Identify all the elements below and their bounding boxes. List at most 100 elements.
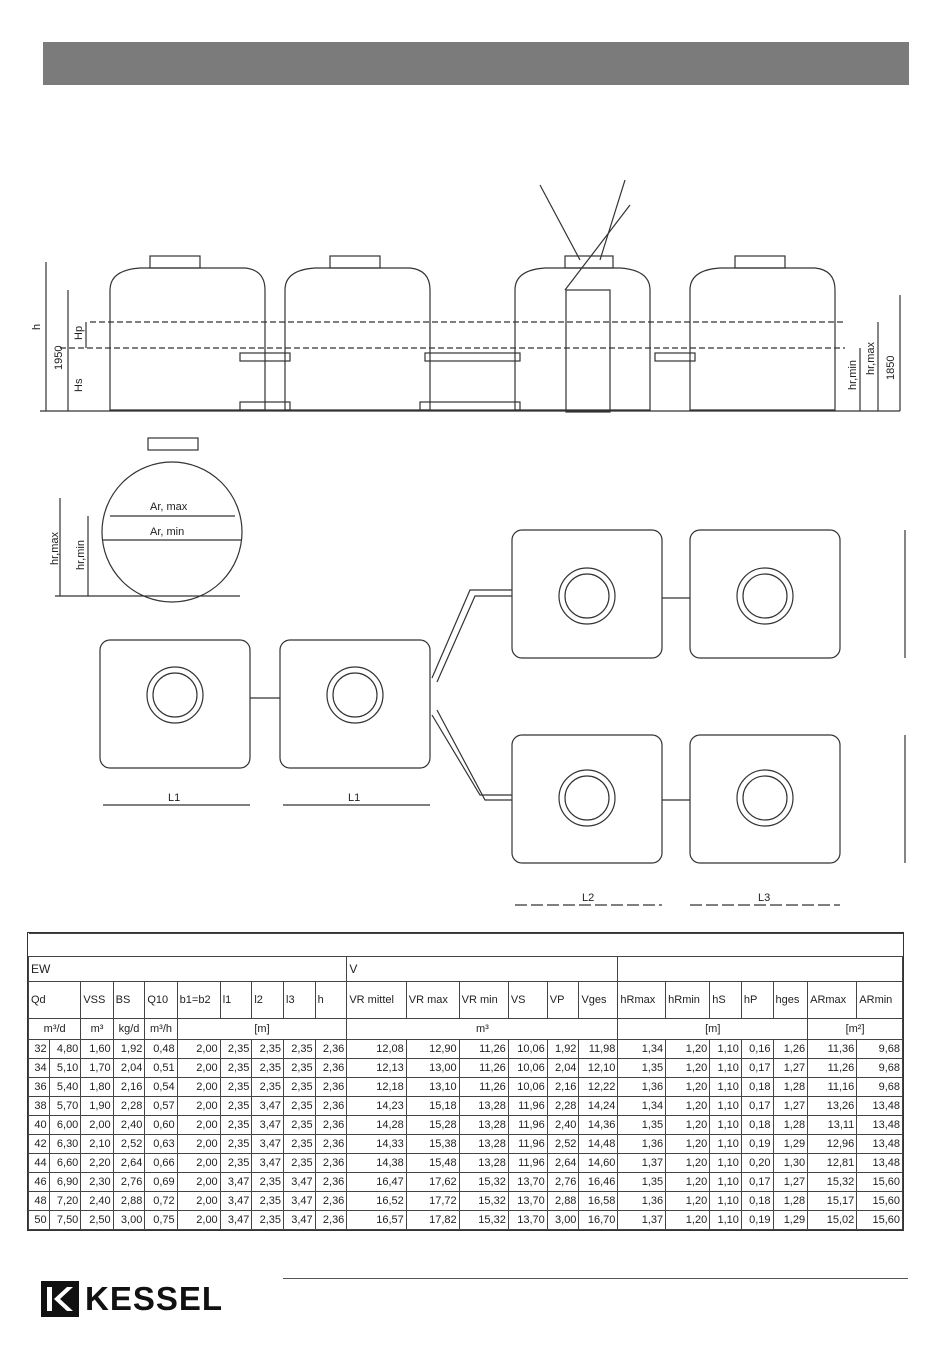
data-table-container: EW V Qd VSS BS Q10 b1=b2 l1 l2 l3 h VR m… (27, 932, 904, 1231)
label-hrmax-front: hr,max (49, 531, 61, 565)
table-units-row: m³/d m³ kg/d m³/h [m] m³ [m] [m²] (27, 1018, 903, 1040)
table-cell: 15,17 (807, 1191, 858, 1211)
table-cell: 2,35 (283, 1096, 316, 1116)
label-hrmax-side: hr,max (865, 341, 877, 375)
table-cell: 9,68 (856, 1077, 903, 1097)
table-cell: 12,18 (346, 1077, 407, 1097)
table-cell: 0,20 (740, 1153, 774, 1173)
col-h: h (314, 981, 348, 1019)
table-cell: 1,90 (80, 1096, 114, 1116)
table-cell: 16,58 (578, 1191, 619, 1211)
table-cell: 2,20 (80, 1153, 114, 1173)
label-hrmin-side: hr,min (847, 360, 859, 390)
table-cell: 0,60 (144, 1115, 178, 1135)
table-group-row: EW V (27, 956, 903, 982)
table-cell: 1,36 (617, 1077, 667, 1097)
table-cell: 2,35 (251, 1058, 284, 1078)
table-cell: 1,28 (772, 1115, 809, 1135)
table-cell: 11,26 (458, 1058, 509, 1078)
table-cell: 0,19 (740, 1134, 774, 1154)
table-cell: 44 (28, 1153, 50, 1173)
table-cell: 3,47 (283, 1172, 316, 1192)
table-cell: 1,10 (709, 1153, 742, 1173)
table-cell: 3,47 (219, 1172, 253, 1192)
table-cell: 2,36 (314, 1115, 348, 1135)
unit-vol: m³ (346, 1018, 619, 1040)
table-cell: 1,34 (617, 1039, 667, 1059)
group-left-header: EW (27, 956, 348, 982)
table-cell: 2,36 (314, 1077, 348, 1097)
col-q10: Q10 (144, 981, 178, 1019)
unit-m: [m] (176, 1018, 348, 1040)
table-cell: 2,52 (112, 1134, 146, 1154)
table-cell: 7,50 (48, 1210, 82, 1230)
table-cell: 2,00 (80, 1115, 114, 1135)
table-cell: 2,35 (251, 1210, 284, 1230)
table-cell: 2,00 (176, 1077, 221, 1097)
col-vr-min: VR min (458, 981, 509, 1019)
unit-m2: [m] (617, 1018, 809, 1040)
table-cell: 10,06 (507, 1039, 548, 1059)
table-cell: 17,82 (405, 1210, 460, 1230)
table-cell: 0,19 (740, 1210, 774, 1230)
table-cell: 16,46 (578, 1172, 619, 1192)
table-cell: 12,90 (405, 1039, 460, 1059)
label-1950: 1950 (53, 346, 65, 370)
table-cell: 2,35 (219, 1134, 253, 1154)
table-cell: 1,29 (772, 1210, 809, 1230)
table-cell: 2,00 (176, 1172, 221, 1192)
table-cell: 1,92 (546, 1039, 580, 1059)
footer-divider (283, 1278, 908, 1279)
table-cell: 2,35 (251, 1039, 284, 1059)
col-vges: Vges (578, 981, 619, 1019)
table-cell: 1,10 (709, 1096, 742, 1116)
table-cell: 2,00 (176, 1115, 221, 1135)
table-cell: 15,38 (405, 1134, 460, 1154)
table-cell: 3,47 (219, 1210, 253, 1230)
table-cell: 5,70 (48, 1096, 82, 1116)
table-cell: 2,30 (80, 1172, 114, 1192)
table-cell: 1,27 (772, 1172, 809, 1192)
table-cell: 38 (28, 1096, 50, 1116)
table-cell: 1,37 (617, 1153, 667, 1173)
table-cell: 2,28 (112, 1096, 146, 1116)
table-cell: 0,18 (740, 1191, 774, 1211)
table-cell: 1,20 (665, 1115, 711, 1135)
table-cell: 15,48 (405, 1153, 460, 1173)
table-cell: 1,10 (709, 1077, 742, 1097)
table-cell: 1,29 (772, 1134, 809, 1154)
table-cell: 2,36 (314, 1172, 348, 1192)
table-cell: 46 (28, 1172, 50, 1192)
table-cell: 13,10 (405, 1077, 460, 1097)
table-cell: 3,47 (251, 1153, 284, 1173)
table-cell: 3,00 (112, 1210, 146, 1230)
table-cell: 1,10 (709, 1115, 742, 1135)
unit-m3h: m³/h (144, 1018, 178, 1040)
col-hrmin: hRmin (665, 981, 711, 1019)
table-cell: 0,18 (740, 1115, 774, 1135)
table-cell: 9,68 (856, 1058, 903, 1078)
unit-m3: m³ (80, 1018, 114, 1040)
header-bar (43, 42, 909, 85)
table-cell: 12,10 (578, 1058, 619, 1078)
table-cell: 2,40 (112, 1115, 146, 1135)
table-cell: 1,70 (80, 1058, 114, 1078)
table-cell: 12,22 (578, 1077, 619, 1097)
table-cell: 13,48 (856, 1153, 903, 1173)
table-cell: 1,35 (617, 1115, 667, 1135)
dimension-table: EW V Qd VSS BS Q10 b1=b2 l1 l2 l3 h VR m… (27, 933, 903, 1230)
top-tank-6 (689, 734, 841, 864)
table-cell: 1,27 (772, 1096, 809, 1116)
table-cell: 11,26 (458, 1077, 509, 1097)
label-1850: 1850 (885, 356, 897, 380)
col-vss: VSS (80, 981, 114, 1019)
table-cell: 1,10 (709, 1039, 742, 1059)
table-cell: 2,00 (176, 1039, 221, 1059)
table-cell: 3,47 (251, 1115, 284, 1135)
table-cell: 1,92 (112, 1039, 146, 1059)
table-cell: 15,32 (807, 1172, 858, 1192)
table-cell: 17,72 (405, 1191, 460, 1211)
